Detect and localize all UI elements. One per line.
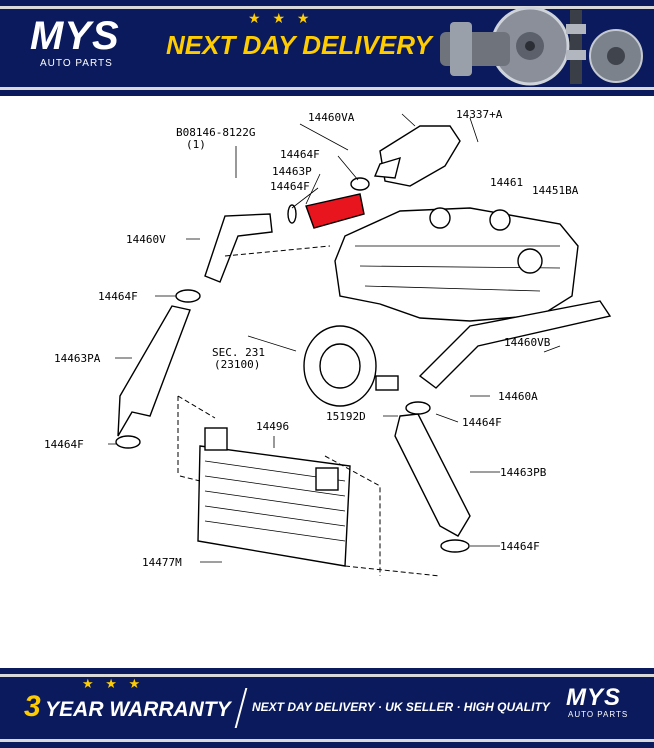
label-sec231-ref: (23100): [214, 358, 260, 371]
label-14460VA: 14460VA: [308, 111, 355, 124]
label-14464F-d: 14464F: [462, 416, 502, 429]
label-15192D: 15192D: [326, 410, 366, 423]
top-banner: MYS AUTO PARTS ★ ★ ★ NEXT DAY DELIVERY: [0, 0, 654, 96]
warranty-badge: 3 YEAR WARRANTY: [24, 690, 231, 724]
label-14477M: 14477M: [142, 556, 182, 569]
warranty-text: YEAR WARRANTY: [45, 698, 231, 721]
label-14460VB: 14460VB: [504, 336, 551, 349]
pipe-14460V: [204, 213, 273, 283]
highlighted-hose: [305, 193, 365, 229]
banner-stripe: [0, 6, 654, 9]
turbo-intercooler-diagram: B08146-8122G (1) 14460VA 14337+A 14464F …: [44, 108, 612, 577]
footer-tagline: NEXT DAY DELIVERY · UK SELLER · HIGH QUA…: [252, 700, 550, 714]
label-14337A: 14337+A: [456, 108, 503, 121]
brand-subtitle: AUTO PARTS: [40, 58, 113, 69]
bottom-banner: [0, 668, 654, 748]
label-14464F-a: 14464F: [280, 148, 320, 161]
label-14463PA: 14463PA: [54, 352, 101, 365]
hose-clamps: [115, 177, 470, 553]
hose-14463PA: [117, 305, 191, 437]
footer-stars: ★ ★ ★: [82, 676, 145, 691]
rating-stars: ★ ★ ★: [248, 10, 314, 26]
banner-stripe: [0, 87, 654, 90]
label-14463PB: 14463PB: [500, 466, 547, 479]
pipe-14460VB: [418, 300, 612, 389]
label-14464F-c: 14464F: [98, 290, 138, 303]
label-14496: 14496: [256, 420, 289, 433]
car-parts-graphic: [440, 6, 643, 86]
label-14460A: 14460A: [498, 390, 538, 403]
label-14464F-e: 14464F: [44, 438, 84, 451]
warranty-years: 3: [24, 690, 41, 723]
turbocharger: [303, 325, 399, 407]
label-14464F-f: 14464F: [500, 540, 540, 553]
footer-brand-logo: MYS: [566, 684, 622, 711]
intercooler: [197, 427, 351, 567]
banner-stripe: [0, 739, 654, 742]
brand-logo: MYS: [30, 14, 120, 58]
label-sec231: SEC. 231: [212, 346, 265, 359]
label-14451BA: 14451BA: [532, 184, 579, 197]
engine-block: [334, 207, 579, 322]
label-bolt-qty: (1): [186, 138, 206, 151]
inlet-duct: [373, 125, 461, 187]
footer-brand-subtitle: AUTO PARTS: [568, 710, 629, 719]
banner-stripe: [0, 674, 654, 677]
label-14464F-b: 14464F: [270, 180, 310, 193]
delivery-headline: NEXT DAY DELIVERY: [166, 30, 432, 60]
label-14460V: 14460V: [126, 233, 166, 246]
label-14463P: 14463P: [272, 165, 312, 178]
label-14461: 14461: [490, 176, 523, 189]
hose-14463PB: [394, 413, 471, 537]
label-bolt: B08146-8122G: [176, 126, 255, 139]
